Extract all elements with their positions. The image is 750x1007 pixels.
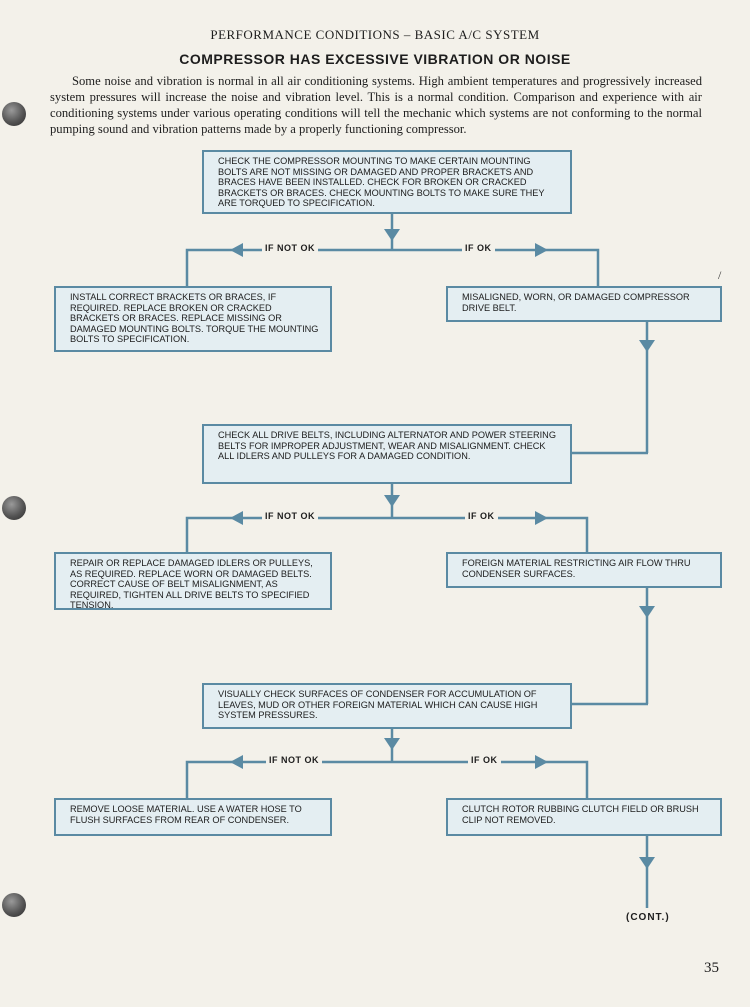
binder-hole <box>2 893 26 917</box>
intro-paragraph: Some noise and vibration is normal in al… <box>50 74 702 136</box>
page-header: PERFORMANCE CONDITIONS – BASIC A/C SYSTE… <box>210 27 540 42</box>
if-ok-label: IF OK <box>468 755 501 765</box>
if-not-ok-label: IF NOT OK <box>262 511 318 521</box>
check-condenser-box: VISUALLY CHECK SURFACES OF CONDENSER FOR… <box>202 683 572 729</box>
if-ok-label: IF OK <box>462 243 495 253</box>
page-title: COMPRESSOR HAS EXCESSIVE VIBRATION OR NO… <box>179 51 571 67</box>
check-compressor-mounting-box: CHECK THE COMPRESSOR MOUNTING TO MAKE CE… <box>202 150 572 214</box>
install-brackets-box: INSTALL CORRECT BRACKETS OR BRACES, IF R… <box>54 286 332 352</box>
if-not-ok-label: IF NOT OK <box>262 243 318 253</box>
continued-label: (CONT.) <box>626 912 670 923</box>
foreign-material-box: FOREIGN MATERIAL RESTRICTING AIR FLOW TH… <box>446 552 722 588</box>
clutch-rotor-box: CLUTCH ROTOR RUBBING CLUTCH FIELD OR BRU… <box>446 798 722 836</box>
binder-hole <box>2 102 26 126</box>
repair-idlers-box: REPAIR OR REPLACE DAMAGED IDLERS OR PULL… <box>54 552 332 610</box>
check-drive-belts-box: CHECK ALL DRIVE BELTS, INCLUDING ALTERNA… <box>202 424 572 484</box>
if-ok-label: IF OK <box>465 511 498 521</box>
if-not-ok-label: IF NOT OK <box>266 755 322 765</box>
page-number: 35 <box>704 960 719 976</box>
remove-material-box: REMOVE LOOSE MATERIAL. USE A WATER HOSE … <box>54 798 332 836</box>
belt-misaligned-box: MISALIGNED, WORN, OR DAMAGED COMPRESSOR … <box>446 286 722 322</box>
pencil-mark: / <box>718 268 722 282</box>
binder-hole <box>2 496 26 520</box>
